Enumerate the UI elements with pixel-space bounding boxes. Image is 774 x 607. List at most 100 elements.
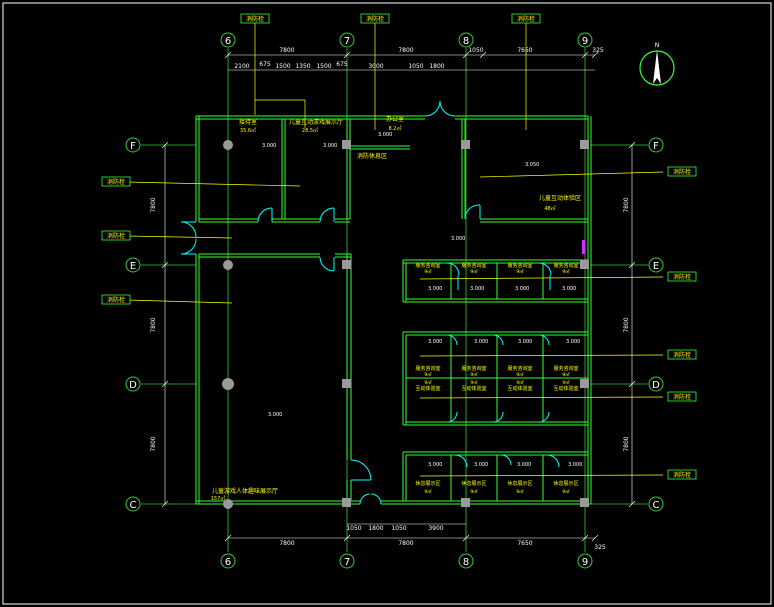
- room-name: 互动体验室: [415, 385, 440, 392]
- room-name: 服务咨询室: [461, 365, 486, 372]
- dim-text: 2100: [234, 63, 249, 70]
- elevation-text: 3.000: [470, 286, 484, 292]
- elevation-text: 3.000: [323, 143, 337, 149]
- elevation-text: 3.050: [525, 162, 539, 168]
- room-name: 服务咨询室: [461, 262, 486, 269]
- tag-label: 消防栓: [673, 471, 691, 479]
- dim-text: 7650: [517, 47, 532, 54]
- axis-label: 7: [344, 557, 350, 568]
- elevation-text: 3.000: [428, 286, 442, 292]
- room-name: 服务咨询室: [553, 365, 578, 372]
- axis-bubbles-left: F E D C: [125, 137, 141, 512]
- dim-text: 7800: [623, 317, 630, 332]
- dim-text: 325: [594, 544, 606, 551]
- room-name: 休息展示区: [415, 480, 440, 487]
- axis-label: 6: [225, 557, 231, 568]
- tag-label: 消防栓: [366, 15, 384, 23]
- elevation-text: 3.000: [517, 462, 531, 468]
- tag-label: 消防栓: [107, 296, 125, 304]
- room-name: 办公室: [386, 115, 404, 123]
- grid-lines: [141, 48, 648, 552]
- room-area: 9㎡: [516, 379, 524, 386]
- dimension-lines: [161, 51, 636, 542]
- room-name: 休息展示区: [507, 480, 532, 487]
- room-area: 9㎡: [516, 371, 524, 378]
- tags-top: 消防栓 消防栓 消防栓: [240, 13, 541, 24]
- axis-bubbles-bottom: 6 7 8 9: [220, 553, 593, 569]
- tag-label: 消防栓: [673, 351, 691, 359]
- room-area: 9㎡: [562, 488, 570, 495]
- dimension-texts-vertical: 7800 7800 7800 7800 7800 7800: [150, 197, 630, 451]
- elevation-text: 3.000: [562, 286, 576, 292]
- dim-text: 675: [336, 61, 348, 68]
- room-area: 9㎡: [470, 371, 478, 378]
- elevation-text: 3.000: [428, 462, 442, 468]
- room-area: 9㎡: [424, 268, 432, 275]
- elevation-text: 3.000: [474, 462, 488, 468]
- columns: [222, 140, 589, 509]
- room-area: 48㎡: [544, 205, 555, 212]
- room-name: 互动体验室: [461, 385, 486, 392]
- dim-text: 7650: [517, 540, 532, 547]
- room-area: 9㎡: [470, 379, 478, 386]
- elevation-text: 3.000: [568, 462, 582, 468]
- tags-right: 消防栓 消防栓 消防栓 消防栓 消防栓: [667, 166, 697, 480]
- elevation-text: 3.000: [518, 339, 532, 345]
- room-area: 8.2㎡: [389, 125, 402, 132]
- small-room-labels: 服务咨询室 9㎡ 服务咨询室 9㎡ 服务咨询室 9㎡ 服务咨询室 9㎡ 服务咨询…: [415, 262, 578, 495]
- room-area: 9㎡: [470, 488, 478, 495]
- elevation-text: 3.000: [566, 339, 580, 345]
- dim-text: 1350: [295, 63, 310, 70]
- room-name: 接待室: [239, 118, 257, 126]
- room-area: 9㎡: [562, 379, 570, 386]
- room-area: 9㎡: [424, 371, 432, 378]
- room-area: 157㎡: [211, 495, 226, 502]
- room-name: 儿童互动体验区: [539, 194, 581, 202]
- room-area: 9㎡: [516, 268, 524, 275]
- room-area: 35.6㎡: [240, 127, 256, 134]
- dim-text: 7800: [279, 540, 294, 547]
- room-name: 儿童游戏人体趣味展示厅: [212, 487, 278, 495]
- dim-text: 1050: [346, 525, 361, 532]
- room-area: 9㎡: [516, 488, 524, 495]
- axis-label: F: [653, 141, 659, 152]
- room-name: 服务咨询室: [415, 262, 440, 269]
- axis-label: C: [130, 500, 137, 511]
- marker-bar: [582, 240, 585, 254]
- axis-bubbles-top: 6 7 8 9: [220, 32, 593, 48]
- north-arrow: N: [639, 42, 675, 86]
- room-area: 9㎡: [562, 268, 570, 275]
- axis-label: 8: [463, 557, 469, 568]
- room-name: 消防休息区: [357, 152, 387, 160]
- tag-label: 消防栓: [517, 15, 535, 23]
- axis-label: 6: [225, 36, 231, 47]
- room-name: 互动体验室: [553, 385, 578, 392]
- elevation-text: 3.000: [451, 236, 465, 242]
- tag-label: 消防栓: [107, 178, 125, 186]
- dim-text: 7800: [150, 436, 157, 451]
- axis-label: 9: [582, 557, 588, 568]
- dim-text: 1500: [275, 63, 290, 70]
- room-area: 9㎡: [562, 371, 570, 378]
- tag-label: 消防栓: [246, 15, 264, 23]
- dim-text: 675: [259, 61, 271, 68]
- tag-label: 消防栓: [107, 232, 125, 240]
- room-name: 服务咨询室: [507, 262, 532, 269]
- elevation-text: 3.000: [268, 412, 282, 418]
- room-name: 休息展示区: [553, 480, 578, 487]
- axis-label: 7: [344, 36, 350, 47]
- elevation-text: 3.000: [474, 339, 488, 345]
- dim-text: 7800: [623, 197, 630, 212]
- room-area: 9㎡: [424, 379, 432, 386]
- room-name: 服务咨询室: [415, 365, 440, 372]
- leader-lines: [125, 21, 664, 477]
- dim-text: 1800: [429, 63, 444, 70]
- dim-text: 325: [592, 47, 604, 54]
- dim-text: 1050: [391, 525, 406, 532]
- dimension-texts: 7800 7800 1050 7650 325 2100 675 1500 13…: [234, 47, 606, 551]
- elevation-text: 3.000: [515, 286, 529, 292]
- dim-text: 3900: [428, 525, 443, 532]
- axis-label: F: [130, 141, 136, 152]
- elevation-text: 3.000: [428, 339, 442, 345]
